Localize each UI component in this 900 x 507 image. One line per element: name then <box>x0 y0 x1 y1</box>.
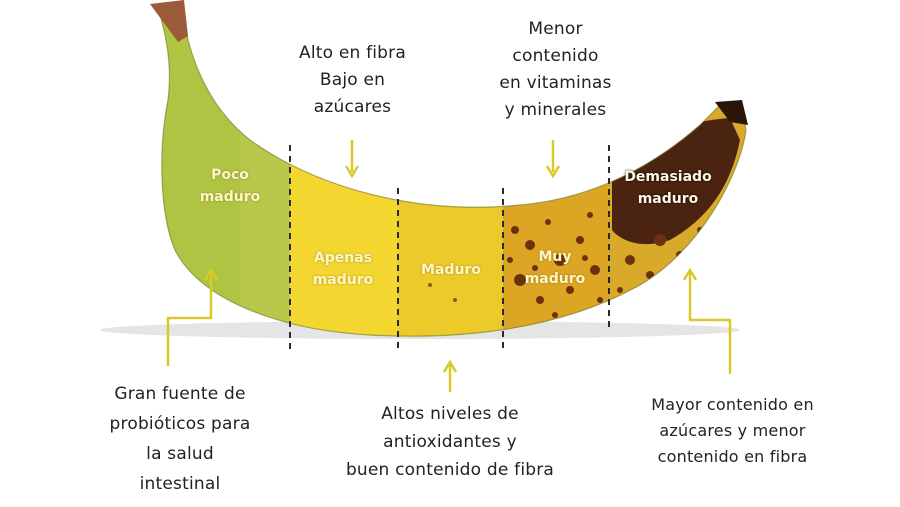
note-line: buen contenido de fibra <box>345 460 555 480</box>
note-line: intestinal <box>139 474 221 494</box>
note-line: Altos niveles de <box>381 404 519 424</box>
stem <box>150 0 188 42</box>
stage-label-line: Poco <box>211 167 249 183</box>
note-line: Gran fuente de <box>114 384 246 404</box>
stage-dividers <box>289 145 610 350</box>
note-line: Menor <box>528 19 583 39</box>
stage-label-line: maduro <box>524 271 586 287</box>
note-antioxidantes: Altos niveles de antioxidantes y buen co… <box>335 400 565 484</box>
note-probioticos: Gran fuente de probióticos para la salud… <box>95 379 265 499</box>
note-line: en vitaminas <box>499 73 612 93</box>
stage-label-line: Maduro <box>421 262 481 278</box>
note-line: Bajo en <box>319 70 386 90</box>
note-menor-vitaminas: Menor contenido en vitaminas y minerales <box>478 16 633 124</box>
stage-label-line: maduro <box>312 272 374 288</box>
stage-label-apenas-maduro: Apenas maduro <box>300 247 386 291</box>
stage-label-muy-maduro: Muy maduro <box>515 246 595 290</box>
stage-label-line: maduro <box>199 189 261 205</box>
stage-label-demasiado-maduro: Demasiado maduro <box>618 166 718 210</box>
stage-label-line: Apenas <box>313 250 373 266</box>
note-mayor-azucares: Mayor contenido en azúcares y menor cont… <box>640 392 825 470</box>
note-line: la salud <box>146 444 214 464</box>
arrows <box>166 140 732 392</box>
note-line: azúcares y menor <box>659 421 806 440</box>
note-line: Mayor contenido en <box>651 395 814 414</box>
tip <box>715 100 748 125</box>
note-line: Alto en fibra <box>299 43 406 63</box>
stage-label-line: Demasiado <box>624 169 712 185</box>
stage-label-maduro: Maduro <box>405 259 497 281</box>
stage-label-line: Muy <box>538 249 572 265</box>
note-line: contenido <box>512 46 599 66</box>
note-line: azúcares <box>313 97 392 117</box>
note-line: antioxidantes y <box>383 432 517 452</box>
note-line: y minerales <box>504 100 607 120</box>
note-line: probióticos para <box>109 414 251 434</box>
note-line: contenido en fibra <box>657 447 808 466</box>
stage-label-poco-maduro: Poco maduro <box>190 164 270 208</box>
stage-label-line: maduro <box>637 191 699 207</box>
note-alto-en-fibra: Alto en fibra Bajo en azúcares <box>270 40 435 121</box>
